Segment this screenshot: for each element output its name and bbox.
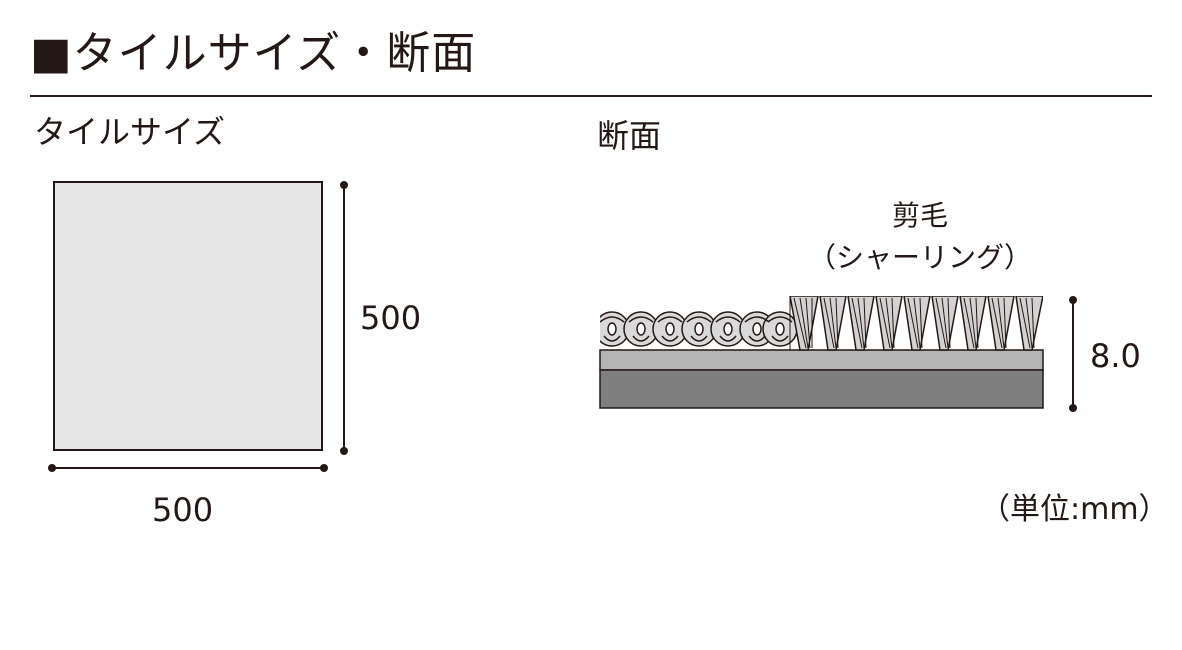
tile-size-heading: タイルサイズ: [34, 113, 226, 151]
tile-height-value: 500: [360, 299, 422, 337]
thickness-value: 8.0: [1090, 337, 1141, 375]
pile-label-line2: （シャーリング）: [807, 241, 1032, 274]
thickness-dimension-line: [1069, 296, 1077, 412]
cut-pile: [789, 296, 1043, 351]
page-title: ■タイルサイズ・断面: [30, 28, 477, 79]
height-dimension-line: [340, 181, 348, 455]
backing-layer-top: [599, 349, 1044, 371]
unit-note: （単位:mm）: [980, 492, 1169, 527]
pile-label-line1: 剪毛: [891, 199, 948, 232]
carpet-cross-section: [599, 296, 1044, 409]
loop-pile: [600, 311, 798, 347]
backing-layer-bottom: [599, 369, 1044, 409]
tile-square: [53, 181, 323, 451]
section-heading: 断面: [597, 117, 662, 155]
width-dimension-line: [48, 464, 328, 472]
tile-width-value: 500: [152, 491, 214, 529]
title-divider: [30, 95, 1152, 97]
